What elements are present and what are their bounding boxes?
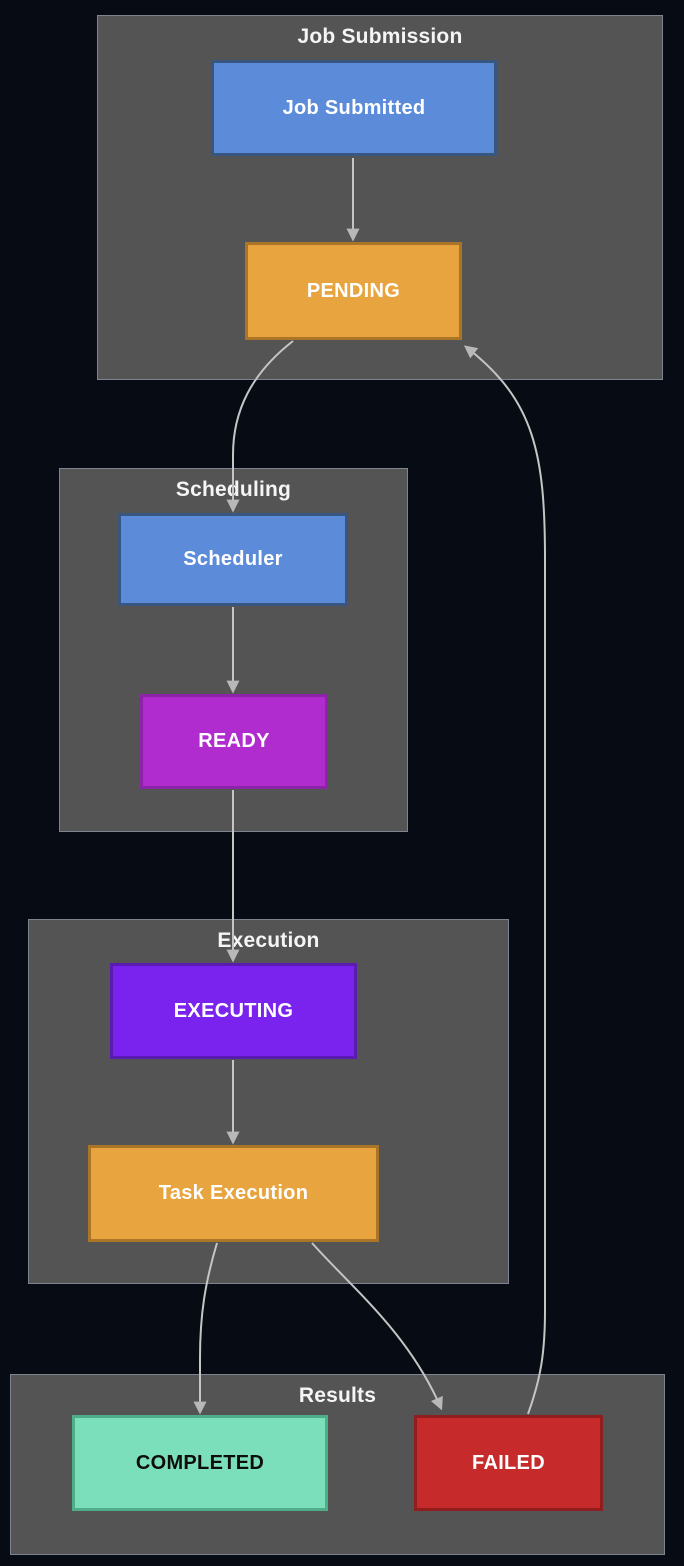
node-label-task-execution: Task Execution	[158, 1182, 309, 1204]
node-label-ready: READY	[198, 730, 270, 752]
cluster-title-job-submission: Job Submission	[297, 25, 463, 48]
node-completed: COMPLETED	[72, 1415, 328, 1511]
cluster-title-execution: Execution	[217, 929, 320, 952]
node-pending: PENDING	[245, 242, 462, 340]
node-label-completed: COMPLETED	[135, 1451, 265, 1474]
node-task-execution: Task Execution	[88, 1145, 379, 1242]
node-executing: EXECUTING	[110, 963, 357, 1059]
node-label-scheduler: Scheduler	[183, 548, 283, 570]
node-label-failed: FAILED	[472, 1451, 545, 1474]
cluster-title-results: Results	[298, 1384, 377, 1407]
node-label-pending: PENDING	[306, 279, 401, 302]
node-scheduler: Scheduler	[118, 513, 348, 606]
cluster-title-scheduling: Scheduling	[175, 478, 292, 501]
node-ready: READY	[140, 694, 328, 789]
node-failed: FAILED	[414, 1415, 603, 1511]
node-job-submitted: Job Submitted	[211, 60, 497, 156]
node-label-job-submitted: Job Submitted	[282, 96, 426, 119]
node-label-executing: EXECUTING	[173, 999, 294, 1022]
